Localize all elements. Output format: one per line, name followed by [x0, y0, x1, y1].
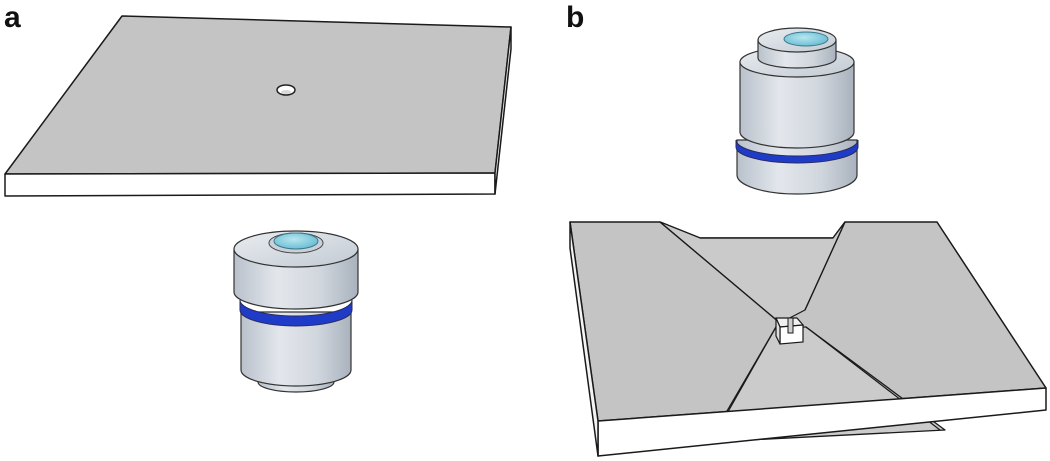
- sample-holder-block: [775, 317, 805, 345]
- plate-right-side: [494, 26, 512, 195]
- flat-plate: [4, 15, 512, 197]
- lens-glass-a: [273, 232, 319, 250]
- grooved-plate-left: [569, 221, 599, 457]
- panel-label-b: b: [566, 1, 585, 34]
- lens-ring-band: [239, 299, 353, 327]
- panel-a: [4, 15, 512, 393]
- lens-glass-b: [783, 31, 829, 47]
- plate-front-side: [4, 172, 496, 197]
- panel-label-a: a: [4, 1, 21, 34]
- grooved-plate: [569, 221, 1047, 457]
- panel-b: [569, 27, 1047, 457]
- objective-lens-a: [233, 230, 359, 393]
- objective-lens-b: [735, 27, 859, 195]
- lens-ring-band-b: [735, 139, 859, 164]
- plate-top-face: [4, 15, 512, 175]
